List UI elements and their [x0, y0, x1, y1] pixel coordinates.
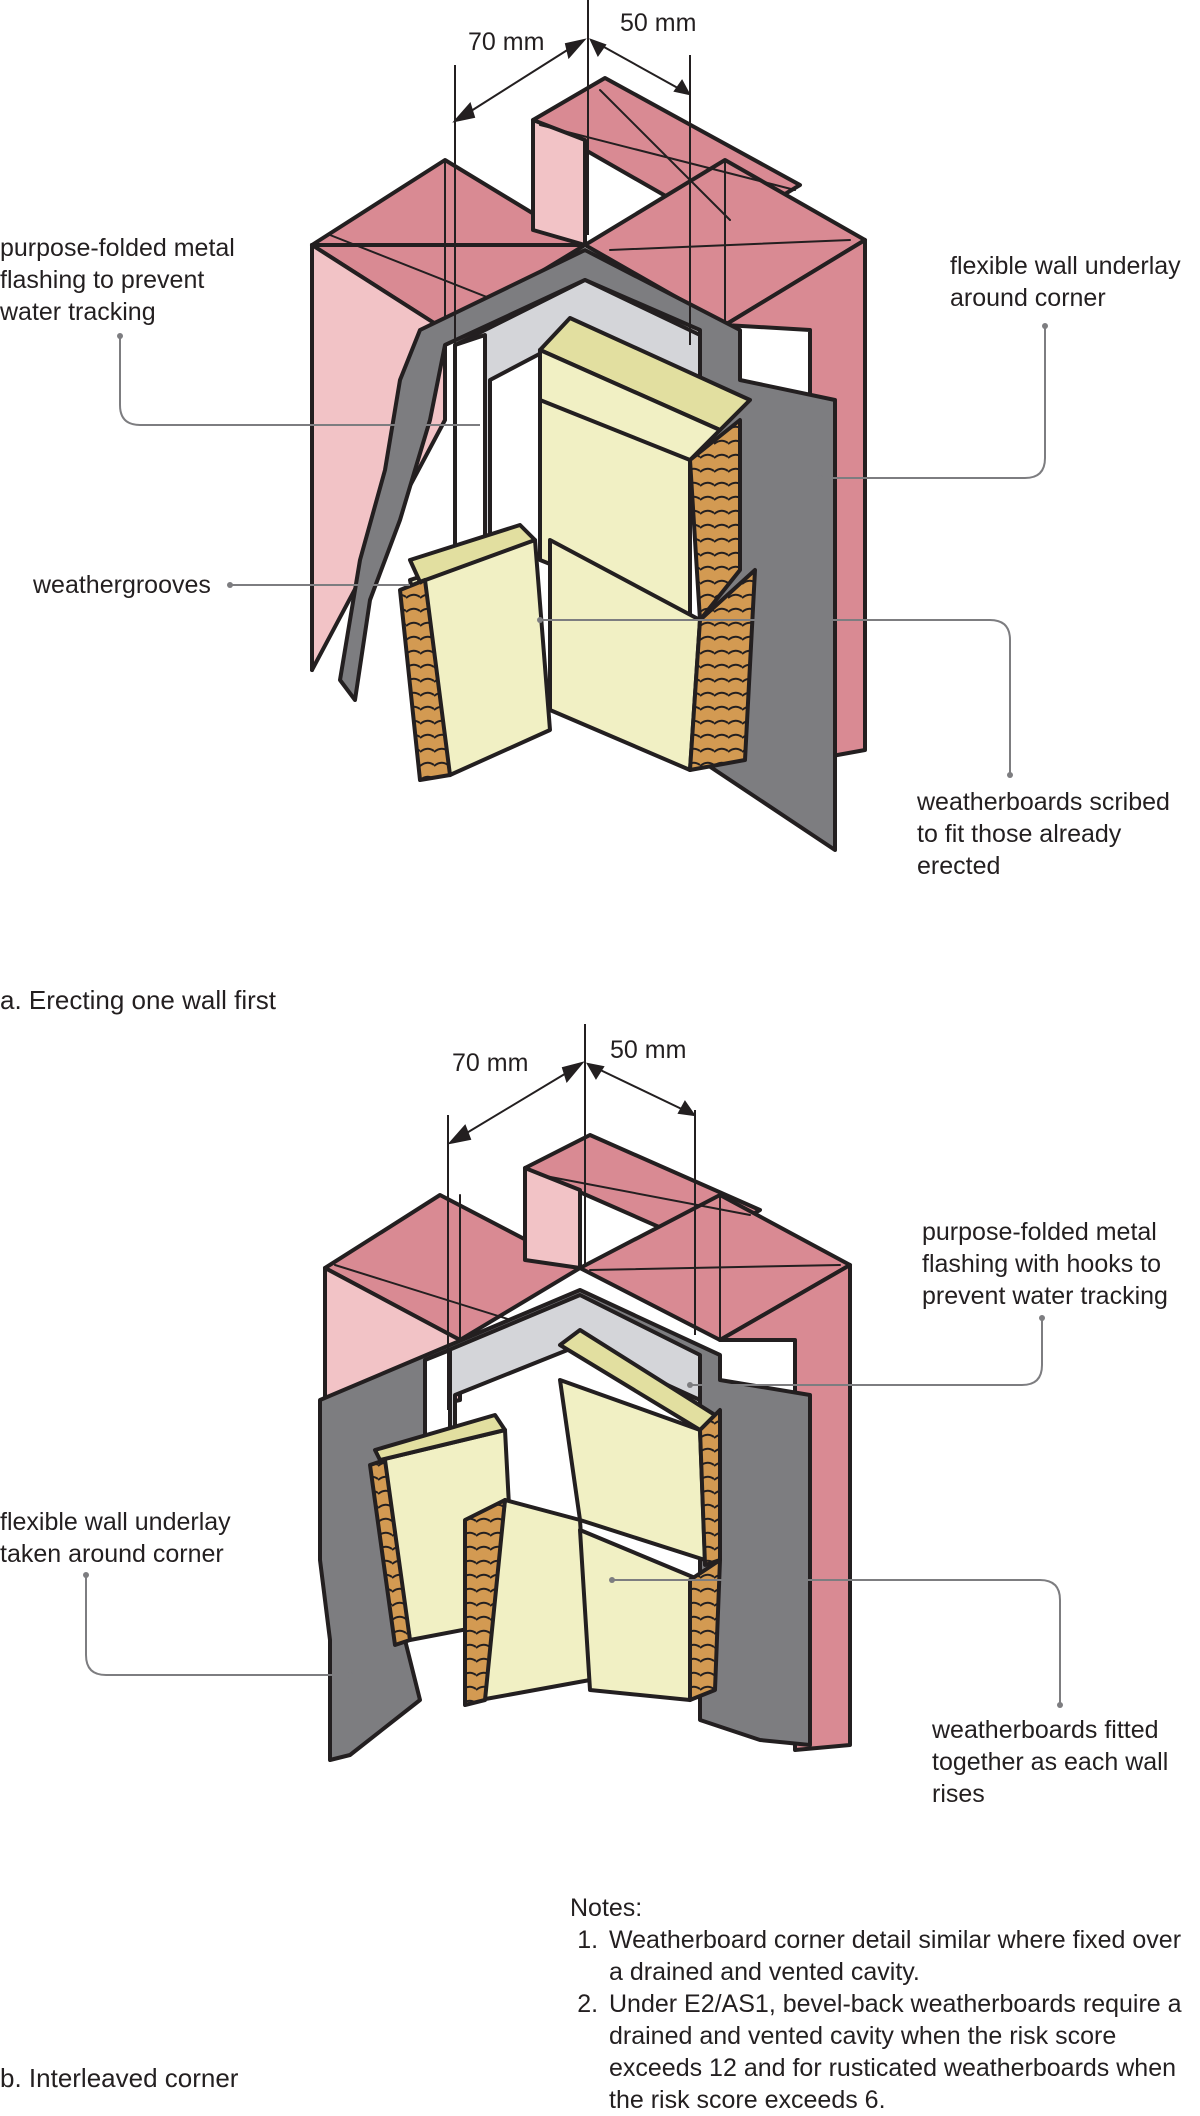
diagram-a-caption: a. Erecting one wall first [0, 985, 277, 1015]
diagram-b-label-underlay: flexible wall underlay taken around corn… [0, 1508, 231, 1568]
diagram-a-leader-lines [119, 326, 1046, 775]
diagram-a-label-underlay: flexible wall underlay around corner [950, 252, 1181, 312]
diagram-a-label-flashing: purpose-folded metal flashing to prevent… [0, 234, 235, 326]
diagram-b-leader-dots [83, 1315, 1063, 1708]
diagram-b-leader-lines [85, 1318, 1061, 1705]
note-item-2: Under E2/AS1, bevel-back weatherboards r… [605, 1988, 1195, 2116]
diagram-a-dimension-lines [452, 0, 691, 460]
diagram-b-label-fitted: weatherboards fitted together as each wa… [932, 1716, 1169, 1808]
diagram-b-label-flashing: purpose-folded metal flashing with hooks… [922, 1218, 1168, 1310]
diagram-a-leader-dots [117, 323, 1048, 778]
diagram-b-caption: b. Interleaved corner [0, 2063, 239, 2093]
diagram-a-label-weathergrooves: weathergrooves [33, 571, 211, 599]
diagram-a-boards-left [398, 523, 552, 782]
diagram-b-dim-70: 70 mm [452, 1049, 529, 1077]
diagram-b-boards [368, 1328, 722, 1707]
diagram-a-dim-50: 50 mm [620, 9, 697, 37]
notes-block: Notes: Weatherboard corner detail simila… [570, 1892, 1195, 2116]
notes-list: Weatherboard corner detail similar where… [570, 1924, 1195, 2116]
diagram-b-dimension-lines [447, 1024, 697, 1410]
note-item-1: Weatherboard corner detail similar where… [605, 1924, 1195, 1988]
diagram-b-dim-50: 50 mm [610, 1036, 687, 1064]
diagram-b-illustration [318, 1133, 852, 1762]
notes-heading: Notes: [570, 1894, 643, 1922]
diagram-a-dim-70: 70 mm [468, 28, 545, 56]
diagram-a-boards-right [538, 316, 757, 772]
diagram-a-label-scribed: weatherboards scribed to fit those alrea… [917, 788, 1170, 880]
